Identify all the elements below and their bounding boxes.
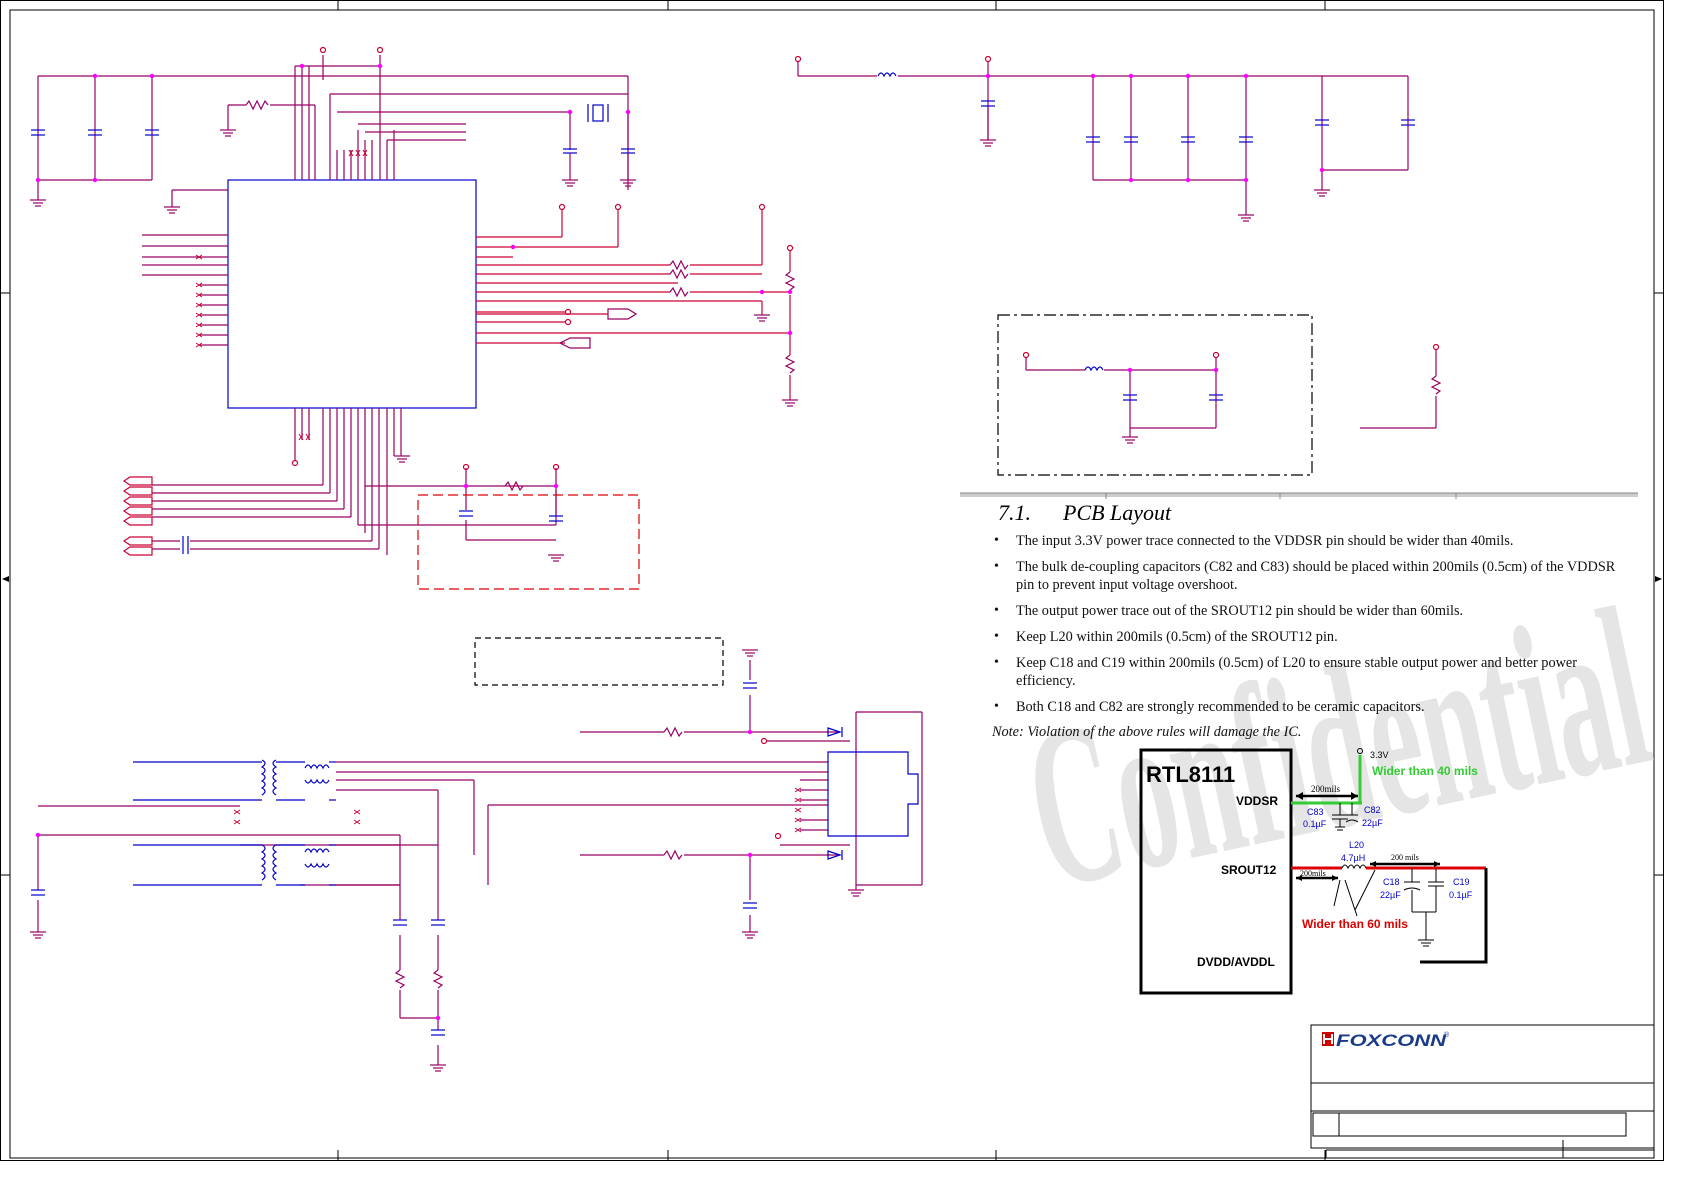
guideline-item: Keep L20 within 200mils (0.5cm) of the S… xyxy=(960,628,1620,646)
section-heading: 7.1. PCB Layout xyxy=(998,500,1620,526)
lan-magnetics-section xyxy=(30,637,923,1072)
c83-label: C83 xyxy=(1307,807,1324,817)
c82-label: C82 xyxy=(1364,805,1381,815)
guideline-item: The input 3.3V power trace connected to … xyxy=(960,532,1620,550)
sheet-border xyxy=(0,0,1664,1161)
pin-srout12: SROUT12 xyxy=(1221,863,1277,877)
section-title: PCB Layout xyxy=(1063,500,1172,525)
l20-value: 4.7µH xyxy=(1341,853,1365,863)
switching-regulator-box xyxy=(997,314,1442,476)
layout-figure: RTL8111 VDDSR SROUT12 DVDD/AVDDL 3.3V Wi… xyxy=(1139,748,1488,995)
wider-40-label: Wider than 40 mils xyxy=(1372,764,1478,778)
supply-label: 3.3V xyxy=(1370,750,1389,760)
main-ic-body xyxy=(227,179,477,409)
crosshatch-marks xyxy=(195,149,802,833)
foxconn-logo-text: FOXCONN xyxy=(1336,1031,1447,1050)
wider-60-label: Wider than 60 mils xyxy=(1302,917,1408,931)
guideline-item: Both C18 and C82 are strongly recommende… xyxy=(960,698,1620,716)
c83-value: 0.1µF xyxy=(1303,819,1327,829)
dim-200mils-b: 200 mils xyxy=(1391,853,1419,862)
rtl8111-box xyxy=(1139,748,1293,995)
c18-label: C18 xyxy=(1383,877,1400,887)
dim-200mils-a: 200mils xyxy=(1311,784,1341,794)
c82-value: 22µF xyxy=(1362,818,1383,828)
dim-200mils-c: 200mils xyxy=(1300,869,1326,878)
guideline-item: Keep C18 and C19 within 200mils (0.5cm) … xyxy=(960,654,1620,690)
c19-label: C19 xyxy=(1453,877,1470,887)
pcb-layout-notes: 7.1. PCB Layout The input 3.3V power trac… xyxy=(960,500,1620,741)
guideline-item: The bulk de-coupling capacitors (C82 and… xyxy=(960,558,1620,594)
main-ic-section xyxy=(30,46,798,590)
svg-text:®: ® xyxy=(1444,1031,1450,1039)
pin-dvdd: DVDD/AVDDL xyxy=(1197,955,1275,969)
rc-dashed-box xyxy=(417,494,640,590)
chip-name: RTL8111 xyxy=(1146,762,1235,787)
section-number: 7.1. xyxy=(998,500,1031,525)
guideline-list: The input 3.3V power trace connected to … xyxy=(960,532,1620,716)
l20-label: L20 xyxy=(1349,840,1364,850)
violation-note: Note: Violation of the above rules will … xyxy=(992,724,1302,740)
sheet-edge-arrows xyxy=(2,576,1662,582)
c19-value: 0.1µF xyxy=(1449,890,1473,900)
guideline-item: The output power trace out of the SROUT1… xyxy=(960,602,1620,620)
title-block xyxy=(1310,1024,1655,1158)
pin-vddsr: VDDSR xyxy=(1236,794,1278,808)
junction-dots xyxy=(35,63,1325,1021)
foxconn-logo: FOXCONN ® xyxy=(1322,1031,1450,1050)
section-divider xyxy=(960,492,1638,499)
c18-value: 22µF xyxy=(1380,890,1401,900)
power-filter-section xyxy=(794,55,1415,222)
